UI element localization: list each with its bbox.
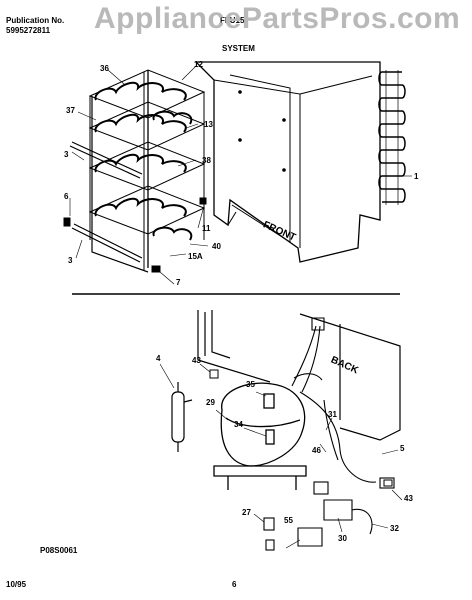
label-43-upper: 43 bbox=[192, 356, 201, 365]
label-3-upper: 3 bbox=[64, 150, 69, 159]
publication-number: 5995272811 bbox=[6, 26, 51, 35]
label-29: 29 bbox=[206, 398, 215, 407]
upper-leader-lines bbox=[69, 65, 412, 285]
label-5: 5 bbox=[400, 444, 405, 453]
compressor bbox=[213, 382, 307, 490]
label-38: 38 bbox=[202, 156, 211, 165]
drawing-code: P08S0061 bbox=[40, 546, 78, 555]
label-6: 6 bbox=[64, 192, 69, 201]
label-32: 32 bbox=[390, 524, 399, 533]
publication-label: Publication No. bbox=[6, 16, 65, 25]
part-43-clip-left bbox=[209, 369, 219, 379]
label-35: 35 bbox=[246, 380, 255, 389]
part-11-clip bbox=[199, 197, 207, 205]
part-6-clip bbox=[63, 217, 71, 227]
cabinet-back-outline bbox=[197, 310, 401, 441]
label-40: 40 bbox=[212, 242, 221, 251]
label-4: 4 bbox=[156, 354, 161, 363]
label-31: 31 bbox=[328, 410, 337, 419]
label-34: 34 bbox=[234, 420, 243, 429]
label-27: 27 bbox=[242, 508, 251, 517]
filter-drier bbox=[171, 382, 193, 452]
label-7: 7 bbox=[176, 278, 181, 287]
refrigerant-tubing bbox=[291, 317, 377, 483]
label-30: 30 bbox=[338, 534, 347, 543]
label-55: 55 bbox=[284, 516, 293, 525]
shelf-rails bbox=[69, 96, 149, 273]
label-13: 13 bbox=[204, 120, 213, 129]
cabinet-front-outline bbox=[194, 61, 381, 263]
part-43-clip-right bbox=[383, 479, 393, 487]
label-46: 46 bbox=[312, 446, 321, 455]
label-43-lower: 43 bbox=[404, 494, 413, 503]
section-title: SYSTEM bbox=[222, 44, 255, 53]
label-3-lower: 3 bbox=[68, 256, 73, 265]
electrical-components bbox=[263, 477, 395, 551]
shelf-rack bbox=[88, 69, 206, 270]
label-36: 36 bbox=[100, 64, 109, 73]
part-7-clip bbox=[151, 265, 161, 273]
label-12: 12 bbox=[194, 60, 203, 69]
page-number: 6 bbox=[232, 580, 237, 589]
label-11: 11 bbox=[202, 224, 211, 233]
evaporator-coil bbox=[378, 70, 406, 205]
shelf-coils bbox=[94, 81, 193, 241]
lower-leader-lines bbox=[159, 363, 403, 549]
label-15a: 15A bbox=[188, 252, 203, 261]
model-number: FFU15 bbox=[220, 16, 245, 25]
label-37: 37 bbox=[66, 106, 75, 115]
watermark: AppliancePartsPros.com bbox=[94, 2, 461, 35]
footer-date: 10/95 bbox=[6, 580, 27, 589]
label-1: 1 bbox=[414, 172, 419, 181]
